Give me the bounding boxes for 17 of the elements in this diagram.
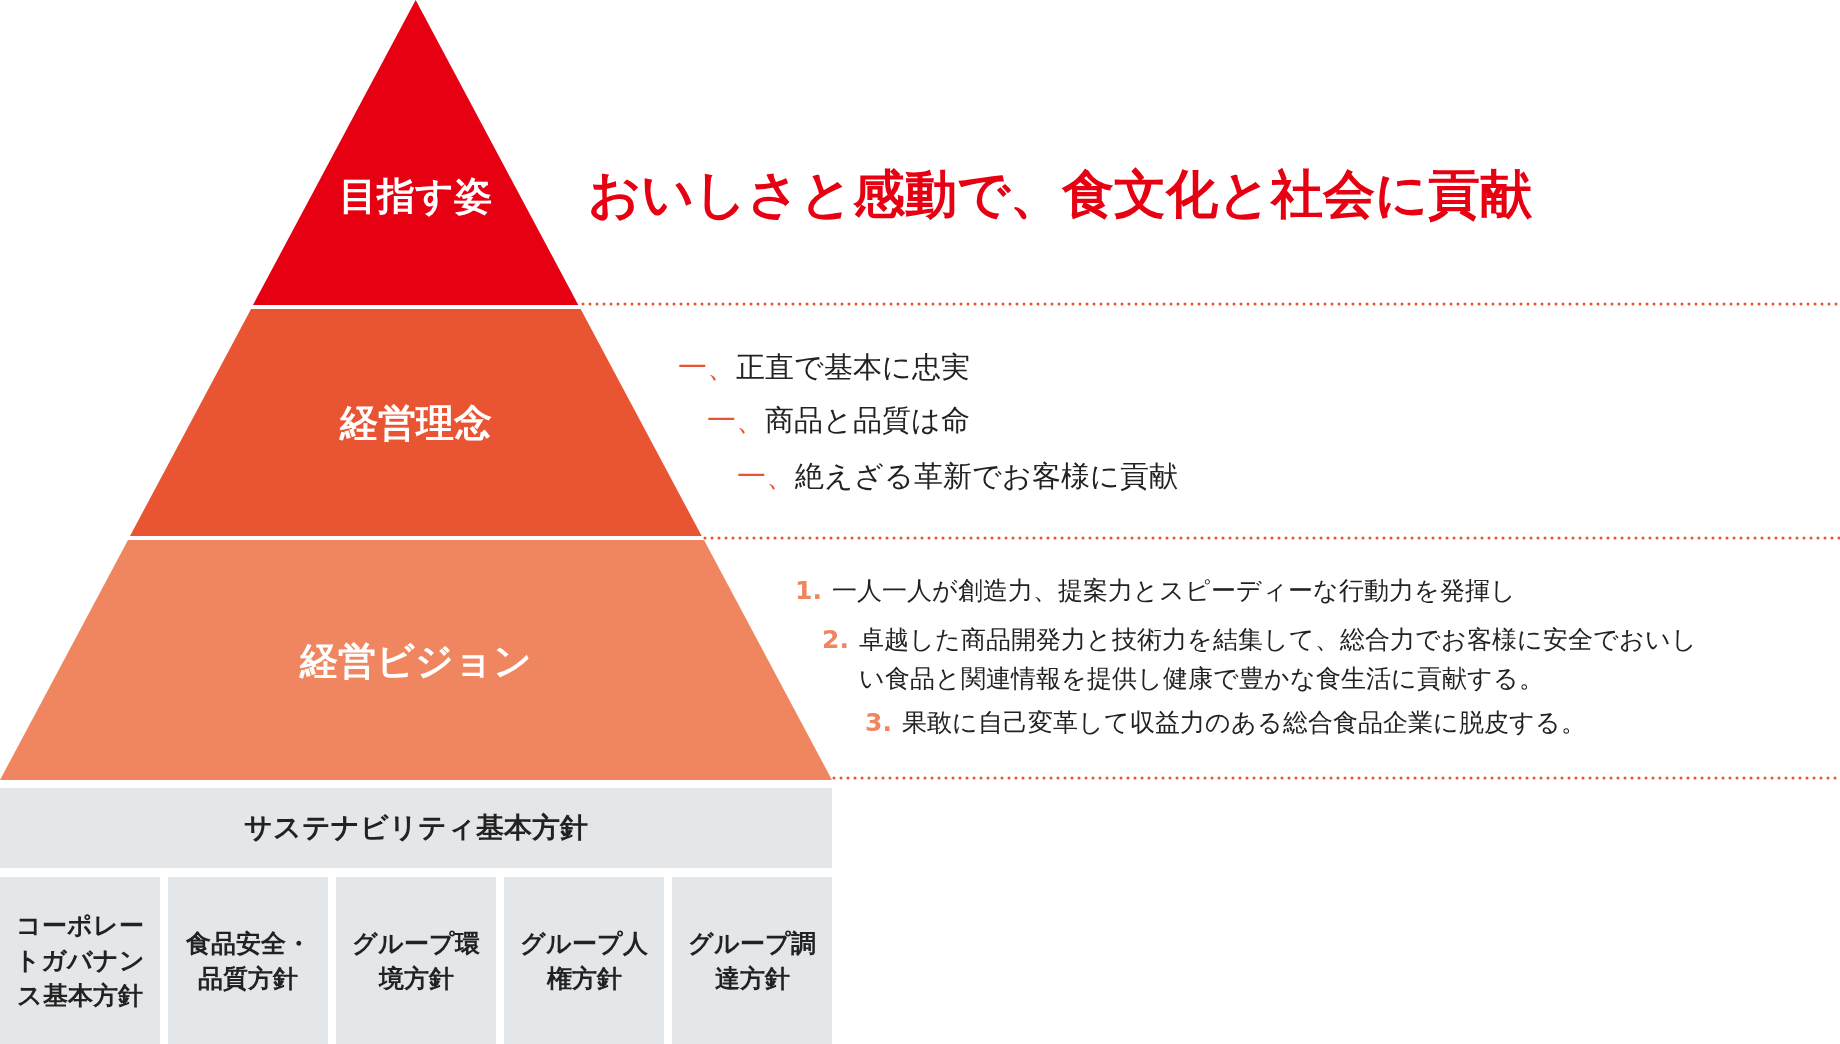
- policy-box: グループ人権方針: [504, 877, 664, 1044]
- tier-label: 目指す姿: [339, 174, 493, 218]
- philosophy-item: 一、絶えざる革新でお客様に貢献: [737, 458, 1178, 495]
- tier-label: 経営ビジョン: [300, 639, 532, 683]
- policy-box: コーポレートガバナンス基本方針: [0, 877, 160, 1044]
- philosophy-item: 一、正直で基本に忠実: [678, 349, 970, 386]
- vision-item: 1. 一人一人が創造力、提案力とスピーディーな行動力を発揮し: [795, 575, 1517, 607]
- vision-item: 2. 卓越した商品開発力と技術力を結集して、総合力でお客様に安全でおいしい食品と関連情報を提供し健康で豊かな食生活に貢献する。: [822, 624, 1698, 695]
- policy-box: 食品安全・品質方針: [168, 877, 328, 1044]
- policy-header: サステナビリティ基本方針: [0, 788, 832, 868]
- tier-label: 経営理念: [340, 401, 492, 445]
- apex-triangle: [253, 0, 579, 305]
- philosophy-item: 一、商品と品質は命: [707, 402, 970, 439]
- policy-box: グループ調達方針: [672, 877, 832, 1044]
- policy-box: グループ環境方針: [336, 877, 496, 1044]
- vision-item: 3. 果敢に自己変革して収益力のある総合食品企業に脱皮する。: [865, 707, 1587, 739]
- headline: おいしさと感動で、食文化と社会に貢献: [588, 163, 1532, 226]
